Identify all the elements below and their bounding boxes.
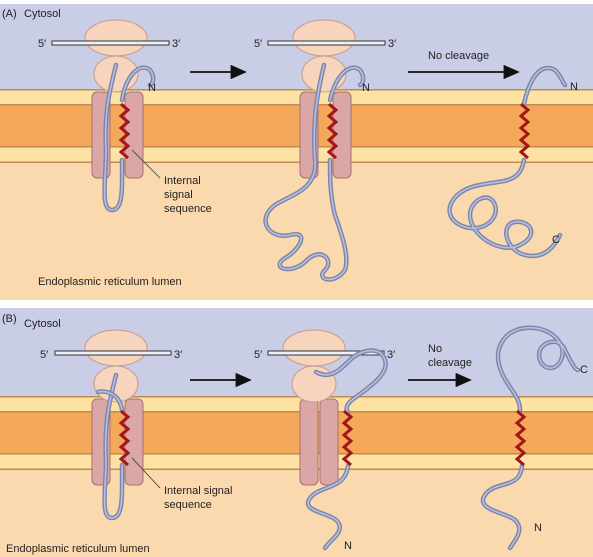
c-terminus-label: C	[552, 234, 560, 246]
internal-signal-sequence	[514, 409, 527, 467]
lumen-label: Endoplasmic reticulum lumen	[38, 276, 182, 288]
polypeptide-chain	[305, 348, 388, 551]
lumen-region	[0, 163, 593, 300]
polypeptide-chain	[102, 62, 156, 213]
polypeptide-chain	[480, 325, 581, 551]
internal-signal-sequence	[118, 409, 131, 467]
n-terminus-label: N	[148, 82, 156, 94]
stage-1: 5′ 3′ N Internal signal sequence	[38, 19, 212, 215]
signal-leader-line	[131, 149, 161, 179]
panel-label: (B)	[2, 313, 17, 325]
internal-signal-sequence	[518, 102, 531, 160]
n-terminus-label: N	[534, 522, 542, 534]
er-membrane	[0, 89, 593, 163]
signal-label-line1: Internal signal	[164, 485, 233, 497]
signal-label-line3: sequence	[164, 203, 212, 215]
panel-label: (A)	[2, 8, 17, 20]
polypeptide-chain	[263, 62, 366, 282]
c-terminus-label: C	[580, 364, 588, 376]
stage-2: 5′ 3′ N	[254, 19, 396, 282]
mrna-3-prime: 3′	[387, 349, 395, 361]
signal-label-line1: Internal	[164, 175, 201, 187]
n-terminus-label: N	[362, 82, 370, 94]
mrna-5-prime: 5′	[38, 38, 46, 50]
mrna-5-prime: 5′	[254, 349, 262, 361]
n-terminus-label: N	[570, 81, 578, 93]
panel-b: (B) Cytosol Endoplasmic reticulum lumen …	[0, 308, 593, 557]
n-terminus-label: N	[344, 540, 352, 552]
panel-a: (A) Cytosol Endoplasmic reticulum lumen …	[0, 4, 593, 300]
internal-signal-sequence	[341, 409, 354, 467]
cytosol-label: Cytosol	[24, 318, 61, 330]
arrow-2-label: No cleavage	[428, 50, 489, 62]
mrna-3-prime: 3′	[174, 349, 182, 361]
polypeptide-chain	[447, 65, 568, 259]
lumen-label: Endoplasmic reticulum lumen	[6, 543, 150, 555]
mrna-3-prime: 3′	[172, 38, 180, 50]
internal-signal-sequence	[326, 102, 339, 160]
mrna-3-prime: 3′	[388, 38, 396, 50]
mrna-5-prime: 5′	[254, 38, 262, 50]
ribosome	[282, 329, 346, 403]
mrna	[51, 40, 170, 46]
cytosol-label: Cytosol	[24, 8, 61, 20]
signal-leader-line	[131, 457, 161, 489]
stage-3: N C	[447, 65, 578, 259]
mrna	[267, 40, 386, 46]
stage-2: 5′ 3′ N	[254, 329, 395, 552]
arrow-2-label-line2: cleavage	[428, 357, 472, 369]
mrna-5-prime: 5′	[40, 349, 48, 361]
mrna	[267, 350, 385, 356]
polypeptide-chain	[95, 372, 125, 521]
arrow-2-label-line1: No	[428, 343, 442, 355]
er-membrane	[0, 396, 593, 470]
stage-1: 5′ 3′ Internal signal sequence	[40, 329, 233, 521]
signal-label-line2: signal	[164, 189, 193, 201]
mrna	[54, 350, 172, 356]
stage-3: C N	[480, 325, 588, 551]
signal-label-line2: sequence	[164, 499, 212, 511]
internal-signal-sequence	[118, 102, 131, 160]
